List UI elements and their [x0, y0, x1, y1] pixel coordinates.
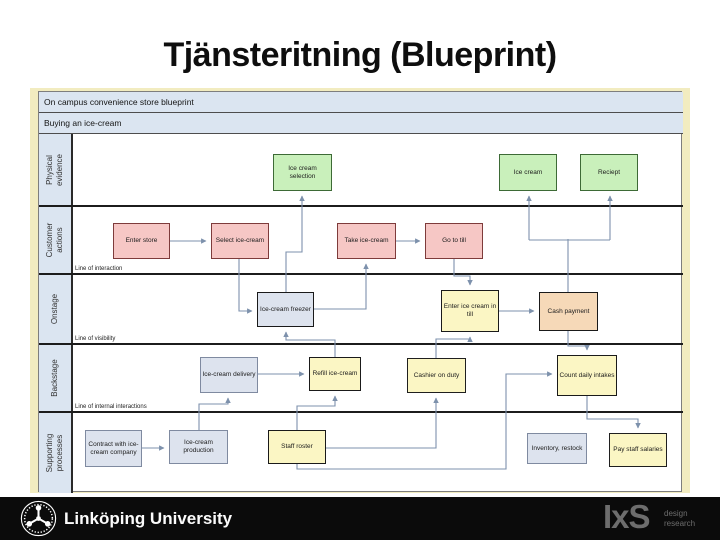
lane-column-divider [71, 134, 73, 493]
slide-title: Tjänsteritning (Blueprint) [163, 36, 557, 74]
box-ice-cream-production: Ice-cream production [169, 430, 228, 464]
box-cashier-on-duty: Cashier on duty [407, 358, 466, 393]
linkoping-university-seal-icon [20, 500, 57, 537]
line-of-visibility-label: Line of visibility [75, 336, 116, 342]
line-of-internal-interactions-label: Line of internal interactions [75, 404, 147, 410]
box-count-daily-intakes: Count daily intakes [557, 355, 617, 396]
lane-label-customer-actions: Customer actions [45, 222, 64, 258]
box-take-ice-cream: Take ice-cream [337, 223, 396, 259]
box-refill-ice-cream: Refill ice-cream [309, 357, 361, 391]
lane-label-onstage: Onstage [50, 293, 59, 325]
line-of-internal-interactions [39, 411, 683, 413]
lane-label-column [39, 134, 71, 493]
box-go-to-till: Go to till [425, 223, 483, 259]
line-of-interaction [39, 273, 683, 275]
lane-label-supporting-processes: Supporting processes [45, 433, 64, 472]
box-ice-cream: Ice cream [499, 154, 557, 191]
university-name: Linköping University [64, 509, 233, 528]
diagram-header-1: On campus convenience store blueprint [39, 92, 683, 113]
box-pay-staff-salaries: Pay staff salaries [609, 433, 667, 467]
box-ice-cream-delivery: Ice-cream delivery [200, 357, 258, 393]
lane-divider-physical-customer [39, 205, 683, 207]
box-staff-roster: Staff roster [268, 430, 326, 464]
ixs-brand-sub-line1: design [664, 509, 688, 518]
box-ice-cream-freezer: Ice-cream freezer [257, 292, 314, 327]
box-select-ice-cream: Select ice-cream [211, 223, 269, 259]
box-enter-store: Enter store [113, 223, 170, 259]
footer-bar: Linköping University IxS design research [0, 497, 720, 540]
blueprint-diagram: On campus convenience store blueprint Bu… [38, 91, 683, 493]
line-of-visibility [39, 343, 683, 345]
box-ice-cream-selection: Ice cream selection [273, 154, 332, 191]
blueprint-figure: On campus convenience store blueprint Bu… [30, 88, 690, 493]
box-cash-payment: Cash payment [539, 292, 598, 331]
ixs-brand-sub-line2: research [664, 519, 696, 529]
box-enter-ice-cream-in-till: Enter ice cream in till [441, 290, 499, 332]
line-of-interaction-label: Line of interaction [75, 266, 123, 272]
ixs-brand: IxS [603, 498, 651, 535]
diagram-header-2: Buying an ice-cream [39, 113, 683, 134]
box-inventory-restock: Inventory, restock [527, 433, 587, 464]
lane-label-physical-evidence: Physical evidence [45, 153, 64, 187]
box-contract-with-ice-cream-company: Contract with ice-cream company [85, 430, 142, 467]
lane-label-backstage: Backstage [50, 359, 59, 397]
box-reciept: Reciept [580, 154, 638, 191]
ixs-brand-subtitle: design research [664, 509, 695, 530]
